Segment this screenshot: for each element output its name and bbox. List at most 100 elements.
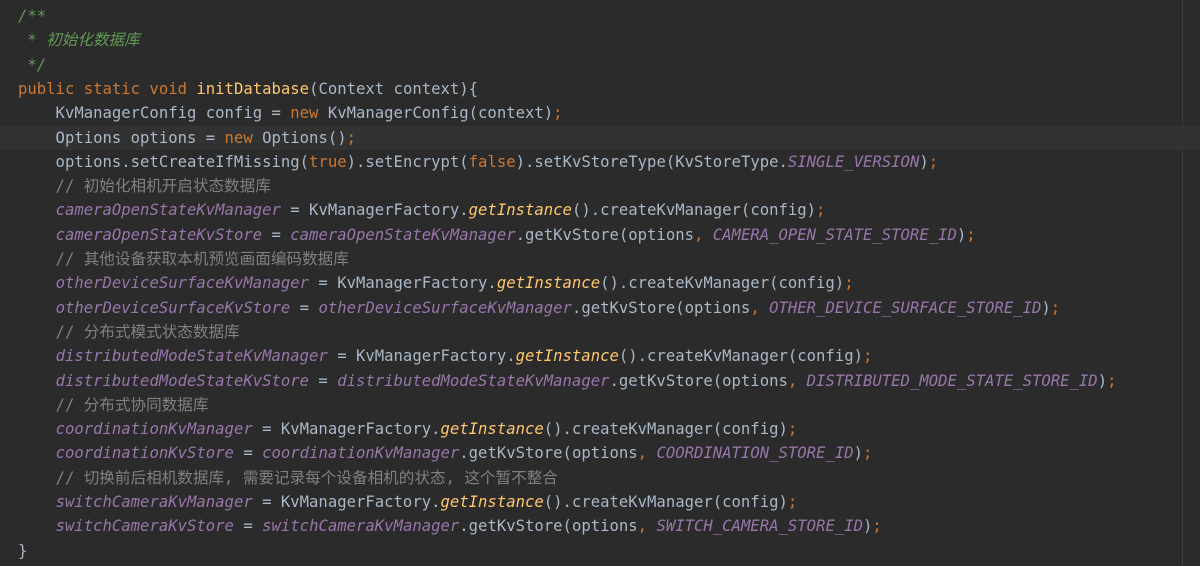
code-line[interactable]: switchCameraKvStore = switchCameraKvMana… — [0, 514, 1200, 538]
code-token-field: cameraOpenStateKvManager — [290, 225, 516, 244]
code-token-field: distributedModeStateKvManager — [337, 371, 610, 390]
code-line[interactable]: distributedModeStateKvManager = KvManage… — [0, 344, 1200, 368]
code-token-punct: , — [637, 444, 657, 463]
code-line[interactable]: } — [0, 539, 1200, 563]
code-token-linecomment: // 初始化相机开启状态数据库 — [18, 177, 271, 196]
code-line[interactable]: // 初始化相机开启状态数据库 — [0, 174, 1200, 198]
code-line[interactable]: coordinationKvStore = coordinationKvMana… — [0, 441, 1200, 465]
code-line[interactable]: // 分布式模式状态数据库 — [0, 320, 1200, 344]
code-token-punct: ; — [553, 104, 563, 123]
code-token-plain: ) — [919, 152, 929, 171]
code-token-field: otherDeviceSurfaceKvManager — [55, 274, 310, 293]
code-token-static: getInstance — [440, 420, 544, 439]
code-token-plain: ().createKvManager(config) — [543, 493, 788, 511]
code-line[interactable]: switchCameraKvManager = KvManagerFactory… — [0, 490, 1200, 514]
code-token-field: coordinationKvStore — [55, 444, 234, 463]
code-token-punct: ; — [863, 444, 873, 463]
code-token-field: coordinationKvManager — [262, 444, 460, 463]
code-line[interactable]: // 其他设备获取本机预览画面编码数据库 — [0, 247, 1200, 271]
code-token-plain: ) — [956, 225, 967, 244]
right-margin-guide — [1182, 0, 1183, 566]
code-token-linecomment: // 分布式模式状态数据库 — [18, 322, 240, 341]
code-token-plain: = KvManagerFactory. — [309, 274, 497, 293]
code-token-plain: = — [233, 517, 263, 536]
code-token-linecomment: // 切换前后相机数据库, 需要记录每个设备相机的状态, 这个暂不整合 — [18, 468, 558, 487]
code-token-plain — [18, 226, 56, 244]
code-token-plain: KvManagerConfig config = — [18, 104, 291, 123]
code-token-plain: ) — [863, 517, 873, 536]
code-line[interactable]: // 切换前后相机数据库, 需要记录每个设备相机的状态, 这个暂不整合 — [0, 466, 1200, 490]
code-token-plain: .getKvStore(options — [515, 225, 694, 244]
code-token-plain: ().createKvManager(config) — [618, 347, 863, 366]
code-token-punct: ; — [1050, 298, 1061, 317]
code-token-plain — [18, 347, 56, 365]
code-token-plain: = KvManagerFactory. — [252, 420, 441, 439]
code-token-plain: .getKvStore(options — [609, 371, 788, 390]
code-token-plain: } — [18, 541, 28, 560]
code-token-punct: ; — [928, 152, 939, 171]
code-token-const: COORDINATION_STORE_ID — [656, 444, 854, 463]
code-line[interactable]: /** — [0, 4, 1200, 28]
code-line[interactable]: * 初始化数据库 — [0, 28, 1200, 52]
code-token-field: cameraOpenStateKvManager — [55, 201, 281, 220]
code-token-plain: ().createKvManager(config) — [571, 201, 817, 220]
code-line[interactable]: */ — [0, 53, 1200, 77]
code-line[interactable]: public static void initDatabase(Context … — [0, 77, 1200, 101]
code-token-kw: new — [290, 104, 328, 123]
code-token-static: getInstance — [515, 347, 619, 366]
code-token-comment: * 初始化数据库 — [18, 31, 140, 50]
code-token-field: otherDeviceSurfaceKvManager — [318, 298, 572, 317]
code-token-punct: , — [787, 371, 807, 390]
code-token-field: switchCameraKvManager — [55, 493, 253, 511]
code-line[interactable]: // 分布式协同数据库 — [0, 393, 1200, 417]
code-token-plain: ().createKvManager(config) — [600, 274, 845, 293]
code-token-field: coordinationKvManager — [55, 420, 253, 439]
code-token-field: cameraOpenStateKvStore — [55, 225, 263, 244]
code-token-plain: ).setEncrypt( — [346, 152, 469, 171]
code-token-const: DISTRIBUTED_MODE_STATE_STORE_ID — [806, 371, 1098, 390]
code-token-punct: ; — [1107, 371, 1117, 390]
code-token-plain: KvManagerConfig(context) — [327, 104, 554, 123]
code-token-kw: false — [468, 152, 516, 171]
code-token-plain: = — [309, 371, 338, 390]
code-token-plain — [18, 444, 56, 462]
code-token-punct: ; — [844, 274, 854, 293]
code-token-plain — [18, 274, 56, 292]
code-token-static: getInstance — [496, 274, 601, 293]
code-token-plain: ) — [1041, 298, 1051, 317]
code-line[interactable]: options.setCreateIfMissing(true).setEncr… — [0, 150, 1200, 174]
code-line[interactable]: coordinationKvManager = KvManagerFactory… — [0, 417, 1200, 441]
code-token-comment: */ — [18, 55, 47, 74]
code-token-punct: , — [694, 225, 713, 244]
code-token-plain — [18, 493, 56, 511]
code-token-plain — [18, 517, 56, 535]
code-line[interactable]: distributedModeStateKvStore = distribute… — [0, 369, 1200, 393]
code-token-plain: .getKvStore(options — [571, 298, 751, 317]
code-token-static: getInstance — [440, 493, 544, 511]
code-token-plain: = — [262, 225, 291, 244]
code-token-punct: ; — [787, 493, 798, 511]
code-token-plain: = KvManagerFactory. — [280, 201, 469, 220]
code-line[interactable]: KvManagerConfig config = new KvManagerCo… — [0, 101, 1200, 125]
code-token-plain — [18, 299, 56, 317]
code-token-punct: , — [637, 517, 657, 536]
code-token-plain: ().createKvManager(config) — [543, 420, 788, 439]
code-line[interactable]: otherDeviceSurfaceKvStore = otherDeviceS… — [0, 296, 1200, 320]
code-token-plain: Options options = — [18, 128, 225, 147]
code-token-plain — [18, 201, 56, 219]
code-token-const: CAMERA_OPEN_STATE_STORE_ID — [712, 225, 957, 244]
code-token-punct: ; — [966, 225, 976, 244]
code-token-plain: = — [233, 444, 263, 463]
code-token-plain: ).setKvStoreType(KvStoreType. — [515, 152, 788, 171]
code-token-field: distributedModeStateKvManager — [55, 347, 328, 366]
code-line[interactable]: cameraOpenStateKvManager = KvManagerFact… — [0, 198, 1200, 222]
code-line[interactable]: cameraOpenStateKvStore = cameraOpenState… — [0, 223, 1200, 247]
code-token-punct: , — [750, 298, 770, 317]
code-token-plain: = KvManagerFactory. — [252, 493, 441, 511]
code-token-punct: ; — [816, 201, 826, 220]
code-token-plain — [18, 372, 56, 390]
code-line[interactable]: Options options = new Options(); — [0, 125, 1200, 150]
code-token-plain: = KvManagerFactory. — [327, 347, 516, 366]
code-line[interactable]: otherDeviceSurfaceKvManager = KvManagerF… — [0, 271, 1200, 295]
